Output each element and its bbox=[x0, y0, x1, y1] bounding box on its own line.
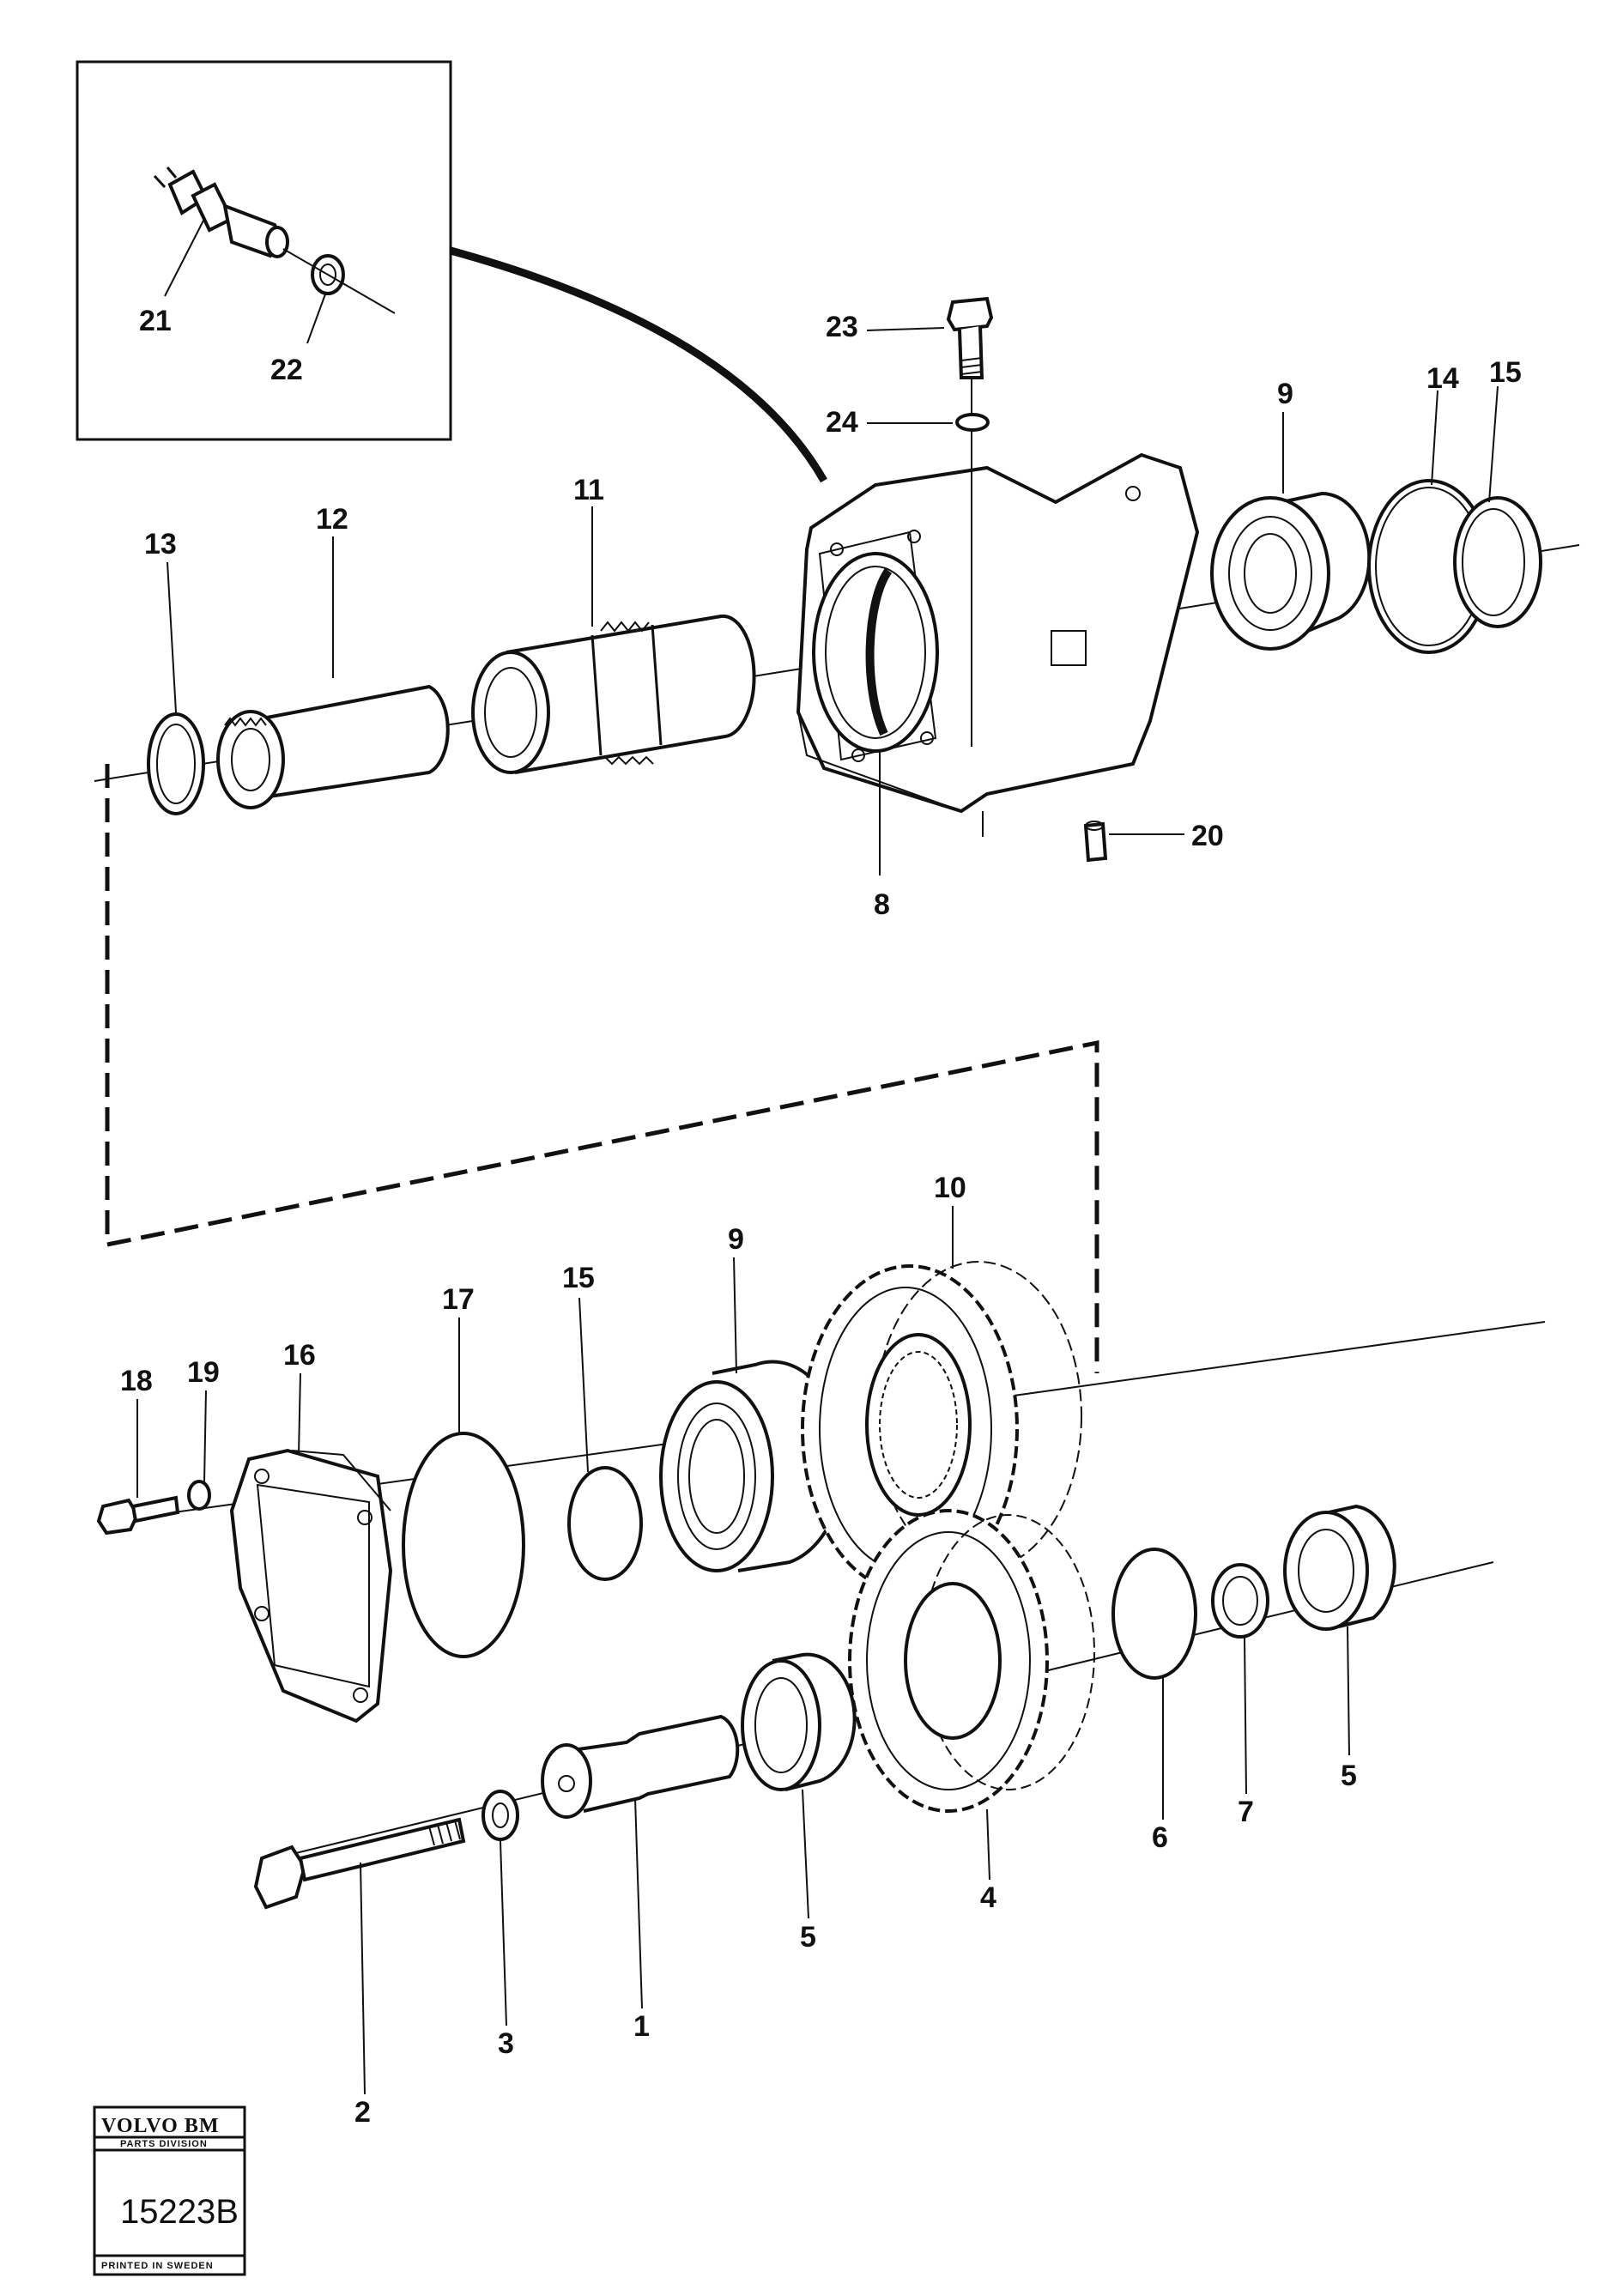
label-17: 17 bbox=[442, 1283, 475, 1316]
circlip-part-13 bbox=[147, 712, 205, 815]
label-12: 12 bbox=[316, 503, 348, 536]
label-13: 13 bbox=[144, 528, 177, 560]
stamp-division: PARTS DIVISION bbox=[120, 2139, 208, 2149]
label-8: 8 bbox=[874, 888, 890, 921]
shaft-part-1 bbox=[541, 1714, 740, 1819]
label-21: 21 bbox=[139, 305, 172, 337]
lower-leaders bbox=[136, 1206, 1350, 2095]
label-16: 16 bbox=[283, 1339, 316, 1372]
stamp-number: 15223B bbox=[120, 2193, 239, 2231]
label-3: 3 bbox=[498, 2027, 514, 2060]
cover-part-16 bbox=[229, 1448, 393, 1724]
label-20: 20 bbox=[1191, 820, 1224, 852]
oring-part-17 bbox=[402, 1432, 525, 1658]
label-15-upper: 15 bbox=[1489, 356, 1522, 389]
label-6: 6 bbox=[1152, 1821, 1168, 1854]
label-10: 10 bbox=[934, 1172, 966, 1204]
dashed-link bbox=[105, 764, 1099, 1373]
bearing-part-5-right bbox=[1283, 1504, 1396, 1631]
pin-part-20 bbox=[1083, 821, 1184, 863]
washer-part-3 bbox=[482, 1790, 519, 1841]
part-labels: 21 22 23 24 9 14 15 13 12 11 8 20 10 9 1… bbox=[120, 305, 1522, 2129]
label-1: 1 bbox=[633, 2010, 650, 2043]
inset-detail bbox=[76, 60, 452, 441]
circlip-part-15-upper bbox=[1453, 496, 1542, 628]
bearing-part-5-left bbox=[741, 1652, 857, 1791]
label-23: 23 bbox=[826, 311, 858, 343]
stamp-footer: PRINTED IN SWEDEN bbox=[101, 2261, 214, 2271]
upper-leaders bbox=[167, 385, 1499, 875]
volvo-bm-stamp: VOLVO BM PARTS DIVISION 15223B PRINTED I… bbox=[93, 2105, 246, 2276]
bolt-part-23 bbox=[866, 296, 994, 747]
washer-part-19 bbox=[187, 1480, 211, 1511]
sleeve-part-11 bbox=[471, 614, 756, 774]
stamp-brand: VOLVO BM bbox=[101, 2115, 220, 2137]
label-7: 7 bbox=[1238, 1796, 1254, 1828]
bolt-part-2 bbox=[253, 1817, 466, 1910]
label-5-left: 5 bbox=[800, 1921, 816, 1954]
circlip-part-6 bbox=[1111, 1548, 1197, 1680]
washer-part-7 bbox=[1211, 1563, 1269, 1639]
splined-shaft-part-12 bbox=[216, 684, 450, 809]
sensor-part-21 bbox=[153, 167, 289, 258]
label-22: 22 bbox=[270, 354, 303, 386]
bearing-part-9-upper bbox=[1210, 491, 1372, 651]
label-14: 14 bbox=[1426, 362, 1459, 395]
label-18: 18 bbox=[120, 1365, 153, 1397]
inset-connector bbox=[449, 246, 827, 483]
gear-part-4 bbox=[848, 1509, 1095, 1813]
label-9-lower: 9 bbox=[728, 1223, 744, 1256]
label-5-right: 5 bbox=[1341, 1760, 1357, 1792]
label-11: 11 bbox=[573, 474, 604, 506]
bolt-part-18 bbox=[96, 1495, 180, 1536]
housing-part-8 bbox=[796, 452, 1200, 837]
label-2: 2 bbox=[354, 2096, 371, 2129]
label-4: 4 bbox=[980, 1881, 996, 1914]
label-9-upper: 9 bbox=[1277, 378, 1293, 410]
label-15-lower: 15 bbox=[562, 1262, 595, 1294]
label-24: 24 bbox=[826, 406, 858, 439]
circlip-part-15-lower bbox=[567, 1466, 643, 1581]
washer-part-24 bbox=[867, 413, 990, 432]
label-19: 19 bbox=[187, 1356, 220, 1389]
